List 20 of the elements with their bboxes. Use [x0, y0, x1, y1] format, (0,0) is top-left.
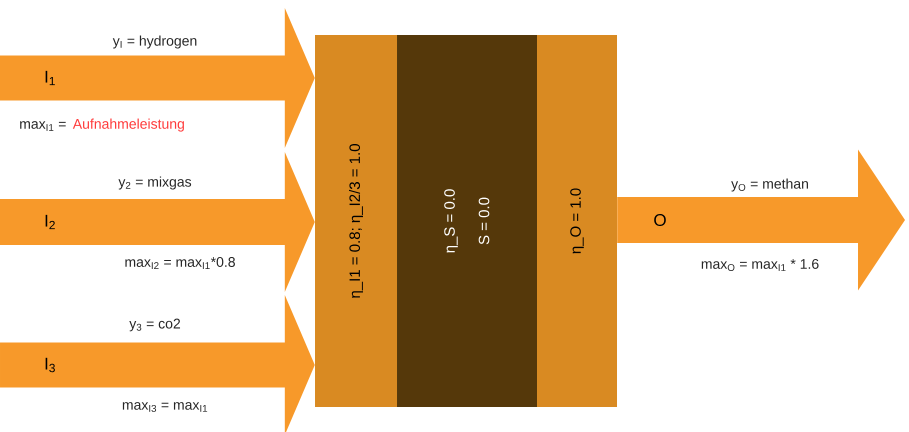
band: η_O = 1.0 [537, 35, 617, 407]
flow-label: max$_{O}$ = max$_{I1}$ * 1.6 [702, 258, 819, 272]
stream-label: I$_{1}$ [46, 70, 55, 86]
flow-label: y$_{3}$ = co2 [129, 318, 180, 332]
band: η_I1 = 0.8; η_I2/3 = 1.0 [315, 35, 397, 407]
stream-label: I$_{2}$ [46, 214, 55, 230]
band: η_S = 0.0 S = 0.0 [397, 35, 537, 407]
block-arrow [617, 150, 905, 290]
block-arrow [0, 8, 315, 148]
flow-label: max$_{I1}$ = [20, 121, 66, 131]
flow-label: y$_{I}$ = hydrogen [112, 35, 196, 49]
flow-label: max$_{I3}$ = max$_{I1}$ [122, 402, 208, 412]
flow-label: y$_{2}$ = mixgas [118, 176, 192, 190]
stream-label: I$_{3}$ [46, 358, 55, 372]
block-arrow [0, 295, 315, 432]
flow-label: Aufnahmeleistung [72, 118, 184, 132]
stream-label: O [654, 214, 666, 226]
flow-label: y$_{O}$ = methan [731, 178, 808, 192]
flow-label: max$_{I2}$ = max$_{I1}$*0.8 [125, 257, 235, 269]
block-arrow [0, 152, 315, 292]
